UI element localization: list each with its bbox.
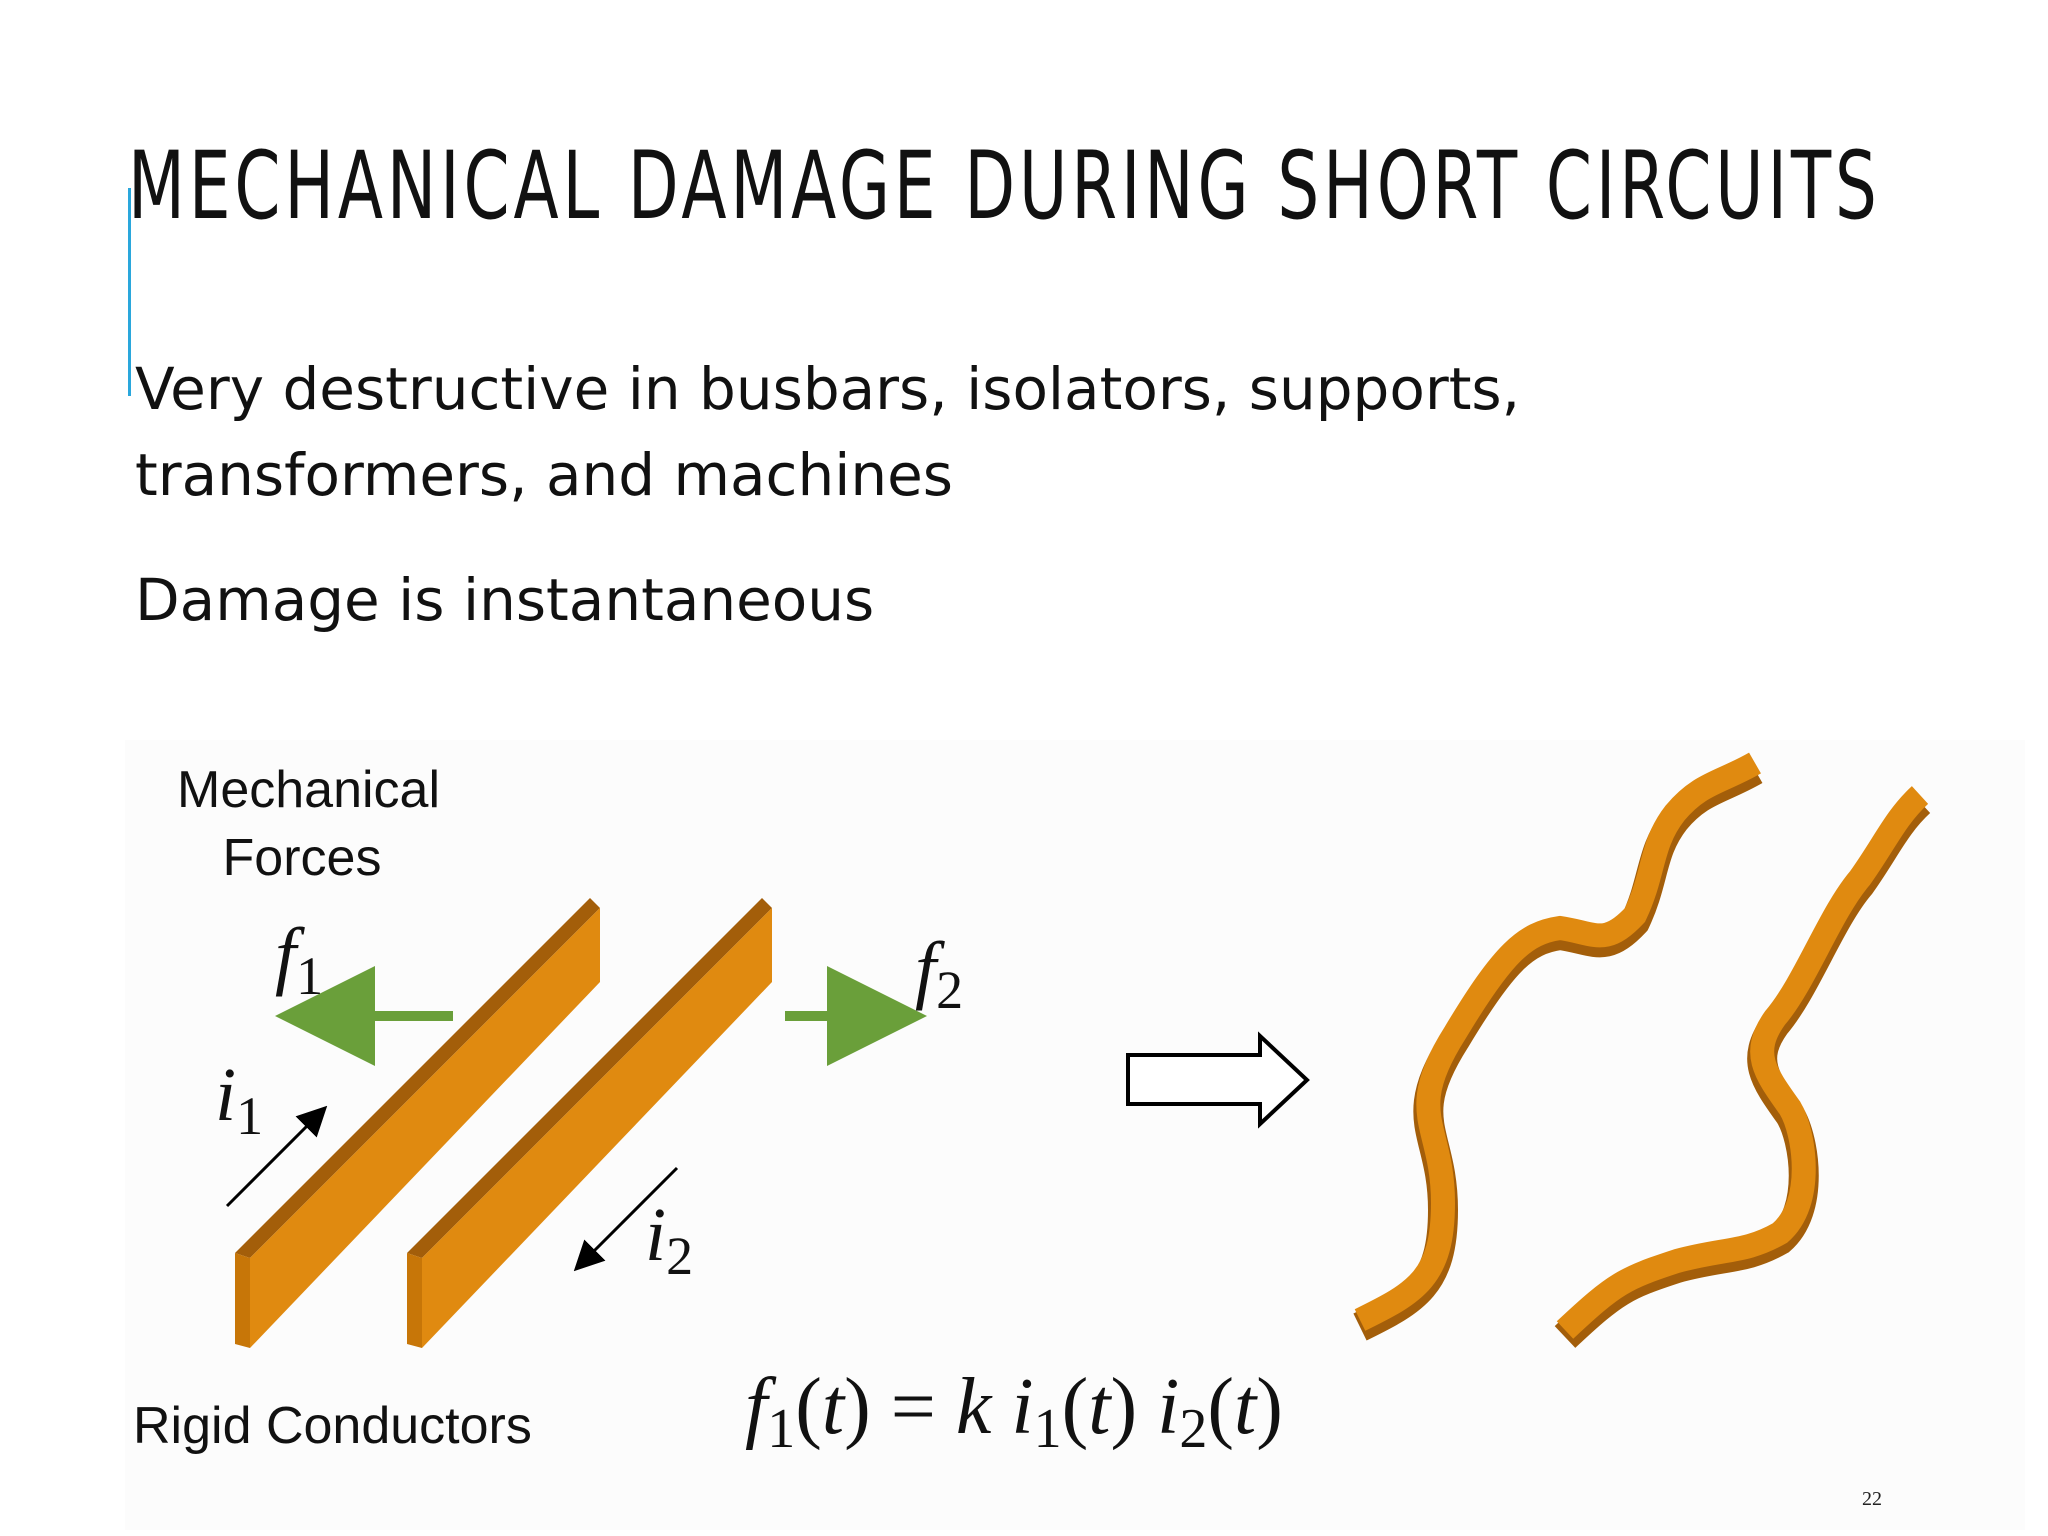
conductor-right	[407, 898, 772, 1348]
accent-bar	[128, 188, 131, 396]
force-left-symbol: f1	[275, 913, 323, 1006]
slide-title: MECHANICAL DAMAGE DURING SHORT CIRCUITS	[128, 132, 1881, 241]
mechanical-forces-label: Mechanical Forces	[177, 761, 441, 887]
slide-number: 22	[1862, 1488, 1882, 1510]
force-right-symbol: f2	[915, 927, 963, 1020]
conductor-left	[235, 898, 600, 1348]
bullet-1: Very destructive in busbars, isolators, …	[135, 355, 1521, 509]
current-arrow-left	[225, 1105, 328, 1208]
rigid-conductors-label: Rigid Conductors	[133, 1397, 532, 1455]
figure-drawing: f1 f2 i1 i2 f1(t) = k i1(t) i2(t)	[215, 752, 1931, 1460]
current-right-symbol: i2	[645, 1193, 693, 1286]
outline-right-arrow-icon	[1126, 1031, 1310, 1129]
current-arrow-right	[573, 1166, 679, 1272]
force-equation: f1(t) = k i1(t) i2(t)	[745, 1363, 1283, 1460]
deformed-conductor-right	[1554, 786, 1931, 1348]
current-left-symbol: i1	[215, 1053, 263, 1146]
short-circuit-figure: Mechanical Forces Rigid Conductors	[125, 740, 2025, 1530]
bullet-2: Damage is instantaneous	[135, 566, 875, 634]
deformed-conductor-left	[1353, 752, 1763, 1341]
